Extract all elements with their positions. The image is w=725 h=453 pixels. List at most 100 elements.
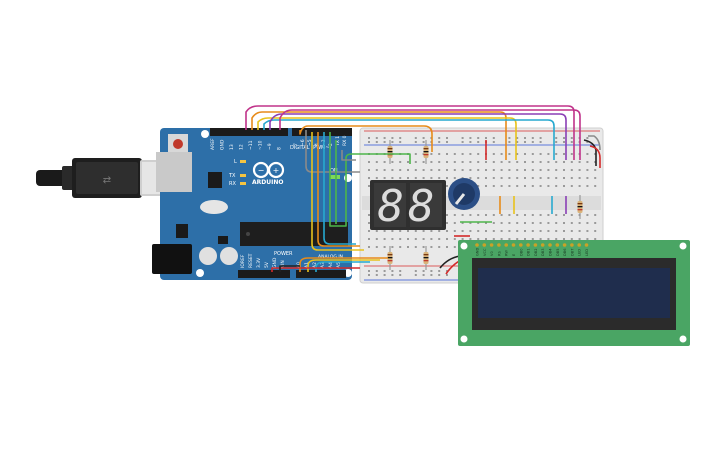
analog-header <box>296 270 346 278</box>
capacitor-2 <box>220 247 238 265</box>
pin-label-aref: AREF <box>210 138 216 150</box>
led-on-label: ON <box>330 168 338 174</box>
lcd-pin-label: GND <box>476 248 480 256</box>
pin-label-a2: A2 <box>312 262 318 268</box>
lcd-pin[interactable] <box>497 243 501 247</box>
led-l-label: L <box>234 159 237 165</box>
reset-button-cap[interactable] <box>173 139 183 149</box>
wire <box>311 132 364 251</box>
lcd-pin-label: DB3 <box>541 248 545 256</box>
pin-label-2: 2 <box>328 143 334 146</box>
lcd-pin[interactable] <box>555 243 560 247</box>
pin-label-13: 13 <box>229 144 235 150</box>
lcd-pin[interactable] <box>475 243 479 247</box>
svg-text:⇄: ⇄ <box>103 175 111 186</box>
wire <box>588 135 601 151</box>
lcd-pin[interactable] <box>540 243 545 247</box>
lcd-pin-label: DB4 <box>549 248 553 256</box>
wire <box>279 109 581 160</box>
resistor[interactable] <box>423 246 429 270</box>
crystal <box>200 200 228 214</box>
wire <box>317 132 360 247</box>
seven-segment-display[interactable]: 88 <box>370 180 446 232</box>
lcd-pin-label: DB0 <box>519 248 523 256</box>
resistor[interactable] <box>423 140 429 164</box>
pin-label-12: 12 <box>239 144 245 150</box>
lcd-pin[interactable] <box>482 243 487 247</box>
lcd-pin[interactable] <box>548 243 552 247</box>
wire <box>583 139 597 166</box>
pin-label-9: ~9 <box>267 143 273 150</box>
lcd-pin[interactable] <box>577 243 581 247</box>
wire <box>589 145 601 168</box>
seven-segment-digits: 88 <box>378 181 439 232</box>
wire <box>263 119 555 160</box>
wire <box>269 113 567 160</box>
wire <box>251 111 507 160</box>
potentiometer[interactable] <box>448 178 480 210</box>
lcd-pin-label: E <box>512 253 516 256</box>
lcd-screen <box>478 268 670 318</box>
digital-header-left <box>210 128 288 136</box>
lcd-pin[interactable] <box>504 243 509 247</box>
lcd-pin-label: DB6 <box>563 248 567 256</box>
led-tx-label: TX <box>228 173 236 179</box>
pin-label-vin: VIN <box>280 260 286 268</box>
regulator <box>176 224 188 238</box>
led-tx <box>240 174 246 177</box>
lcd-pin[interactable] <box>519 243 523 247</box>
pin-label-11: ~11 <box>248 140 254 150</box>
pin-label-reset: RESET <box>248 253 254 268</box>
digital-header-label: DIGITAL (PWM~) <box>290 145 332 151</box>
lcd-pin-label: V0 <box>490 251 494 256</box>
power-header-label: POWER <box>274 251 293 257</box>
lcd-pin-label: DB7 <box>570 248 574 256</box>
lcd-pin[interactable] <box>584 243 589 247</box>
lcd-pin[interactable] <box>526 243 530 247</box>
pin-label-gnd2: GND <box>272 257 278 268</box>
wire <box>279 265 300 272</box>
pin-label-10: ~10 <box>258 140 264 150</box>
pin-label-5: ~5 <box>307 139 313 146</box>
pin-label-3v3: 3.3V <box>256 257 262 268</box>
wire <box>257 117 517 160</box>
lcd-pin[interactable] <box>511 243 516 247</box>
lcd-pin-label: RS <box>497 251 501 256</box>
pin-label-a4: A4 <box>328 262 334 268</box>
pin-label-rx0: RX 0 <box>342 135 348 146</box>
svg-text:+: + <box>273 166 280 175</box>
lcd-pin-label: RW <box>505 250 509 256</box>
arduino-uno-board[interactable]: L TX RX ON − + ARDUINO DIGITAL (PWM~) PO… <box>152 128 352 280</box>
pin-label-gnd: GND <box>220 139 226 150</box>
lcd-pin-label: DB1 <box>527 248 531 256</box>
analog-header-label: ANALOG IN <box>318 254 343 260</box>
power-jack <box>152 244 192 274</box>
pin-label-5v: 5V <box>264 261 270 268</box>
wire <box>341 150 356 161</box>
arduino-brand-label: ARDUINO <box>252 179 283 186</box>
lcd-pin[interactable] <box>489 243 494 247</box>
resistor[interactable] <box>387 246 393 270</box>
pin-label-6: ~6 <box>300 139 306 146</box>
lcd-pin[interactable] <box>570 243 574 247</box>
pin-label-7: 7 <box>293 143 299 146</box>
pin-label-4: 4 <box>314 143 320 146</box>
power-header <box>238 270 290 278</box>
lcd-pin[interactable] <box>562 243 567 247</box>
pin-label-a0: A0 <box>296 262 302 268</box>
usb-jack <box>156 152 192 192</box>
led-rx-label: RX <box>229 181 236 187</box>
wire <box>299 257 388 272</box>
pin-label-a3: A3 <box>320 262 326 268</box>
resistor[interactable] <box>577 195 583 219</box>
lcd-pin-label: DB5 <box>556 248 560 256</box>
arduino-logo: − + <box>252 161 285 179</box>
wire <box>271 267 360 272</box>
lcd-pin[interactable] <box>533 243 538 247</box>
pin-label-a1: A1 <box>304 262 310 268</box>
wire <box>323 132 356 245</box>
usb-chip <box>208 172 222 188</box>
pin-label-a5: A5 <box>336 262 342 268</box>
